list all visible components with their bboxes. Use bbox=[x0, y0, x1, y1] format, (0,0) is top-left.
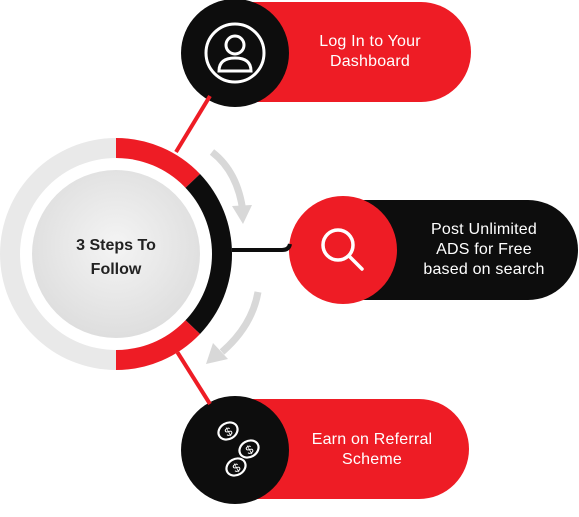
step-3-icon-circle bbox=[181, 396, 289, 504]
flow-arrows bbox=[206, 149, 262, 364]
step-2-card bbox=[289, 196, 578, 304]
connectors bbox=[174, 94, 292, 406]
flow-arrow-top bbox=[209, 149, 247, 213]
step-1-card bbox=[181, 0, 471, 107]
user-icon bbox=[204, 22, 266, 84]
step-3-card: $ $ $ bbox=[181, 396, 469, 504]
flow-arrow-bottom-head bbox=[206, 343, 228, 364]
step-1-label: Log In to Your Dashboard bbox=[319, 33, 421, 70]
search-icon bbox=[321, 228, 364, 271]
connector-step-2 bbox=[226, 243, 292, 252]
hub-title: 3 Steps To Follow bbox=[76, 237, 156, 278]
flow-arrow-bottom bbox=[219, 291, 262, 355]
flow-arrow-top-head bbox=[232, 205, 252, 224]
step-2-icon-circle bbox=[289, 196, 397, 304]
step-3-label: Earn on Referral Scheme bbox=[311, 431, 433, 468]
connector-step-3 bbox=[174, 348, 212, 406]
hub-center-disc bbox=[32, 170, 200, 338]
connector-step-1 bbox=[174, 94, 212, 154]
step-2-label: Post Unlimited ADS for Free based on sea… bbox=[423, 221, 545, 278]
